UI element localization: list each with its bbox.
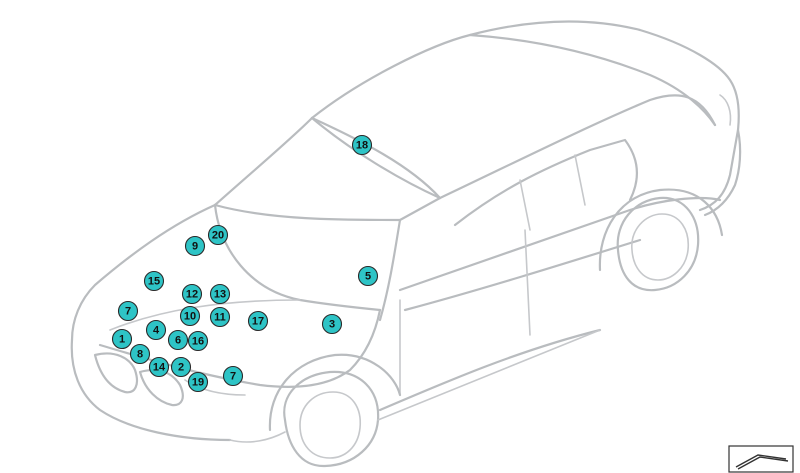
callout-marker <box>143 270 165 292</box>
callout-7[interactable]: 7 <box>222 365 244 387</box>
callout-marker <box>209 283 231 305</box>
callout-marker <box>209 306 231 328</box>
callout-number: 7 <box>230 371 236 383</box>
callout-number: 11 <box>214 312 226 324</box>
callout-marker <box>187 371 209 393</box>
callout-8[interactable]: 8 <box>129 343 151 365</box>
callout-number: 1 <box>119 334 125 346</box>
callout-marker <box>187 330 209 352</box>
callout-number: 14 <box>153 362 166 374</box>
callout-number: 13 <box>214 289 226 301</box>
callout-number: 20 <box>212 230 224 242</box>
callout-11[interactable]: 11 <box>209 306 231 328</box>
callout-marker <box>357 265 379 287</box>
callout-number: 6 <box>175 335 181 347</box>
callout-number: 2 <box>178 362 184 374</box>
callout-number: 4 <box>153 325 160 337</box>
callout-18[interactable]: 18 <box>351 134 373 156</box>
callout-marker <box>170 356 192 378</box>
callout-number: 18 <box>356 140 368 152</box>
callout-number: 8 <box>137 349 143 361</box>
car-outline <box>70 20 742 468</box>
callout-marker <box>222 365 244 387</box>
callout-number: 7 <box>125 306 131 318</box>
callout-4[interactable]: 4 <box>145 319 167 341</box>
callout-marker <box>181 283 203 305</box>
callout-13[interactable]: 13 <box>209 283 231 305</box>
callout-19[interactable]: 19 <box>187 371 209 393</box>
callout-16[interactable]: 16 <box>187 330 209 352</box>
callout-15[interactable]: 15 <box>143 270 165 292</box>
callout-12[interactable]: 12 <box>181 283 203 305</box>
callout-17[interactable]: 17 <box>247 310 269 332</box>
callout-3[interactable]: 3 <box>321 313 343 335</box>
callout-number: 9 <box>192 241 198 253</box>
callout-marker <box>117 300 139 322</box>
callout-marker <box>184 235 206 257</box>
callout-20[interactable]: 20 <box>207 224 229 246</box>
callout-number: 3 <box>329 319 335 331</box>
callout-1[interactable]: 1 <box>111 328 133 350</box>
callout-marker <box>351 134 373 156</box>
callout-marker <box>111 328 133 350</box>
callout-14[interactable]: 14 <box>148 356 170 378</box>
callout-marker <box>247 310 269 332</box>
callout-9[interactable]: 9 <box>184 235 206 257</box>
document-reference-icon[interactable] <box>728 445 794 473</box>
callout-number: 10 <box>184 311 196 323</box>
callout-2[interactable]: 2 <box>170 356 192 378</box>
callout-6[interactable]: 6 <box>167 329 189 351</box>
callout-number: 5 <box>365 271 371 283</box>
callout-marker <box>207 224 229 246</box>
callout-number: 15 <box>148 276 160 288</box>
callout-marker <box>129 343 151 365</box>
callout-marker <box>321 313 343 335</box>
callout-marker <box>167 329 189 351</box>
callout-marker <box>179 305 201 327</box>
callout-5[interactable]: 5 <box>357 265 379 287</box>
callout-number: 19 <box>192 377 204 389</box>
callout-number: 12 <box>186 289 198 301</box>
callout-marker <box>145 319 167 341</box>
callout-7[interactable]: 7 <box>117 300 139 322</box>
callout-marker <box>148 356 170 378</box>
callout-number: 16 <box>192 336 204 348</box>
callout-10[interactable]: 10 <box>179 305 201 327</box>
callout-number: 17 <box>252 316 264 328</box>
